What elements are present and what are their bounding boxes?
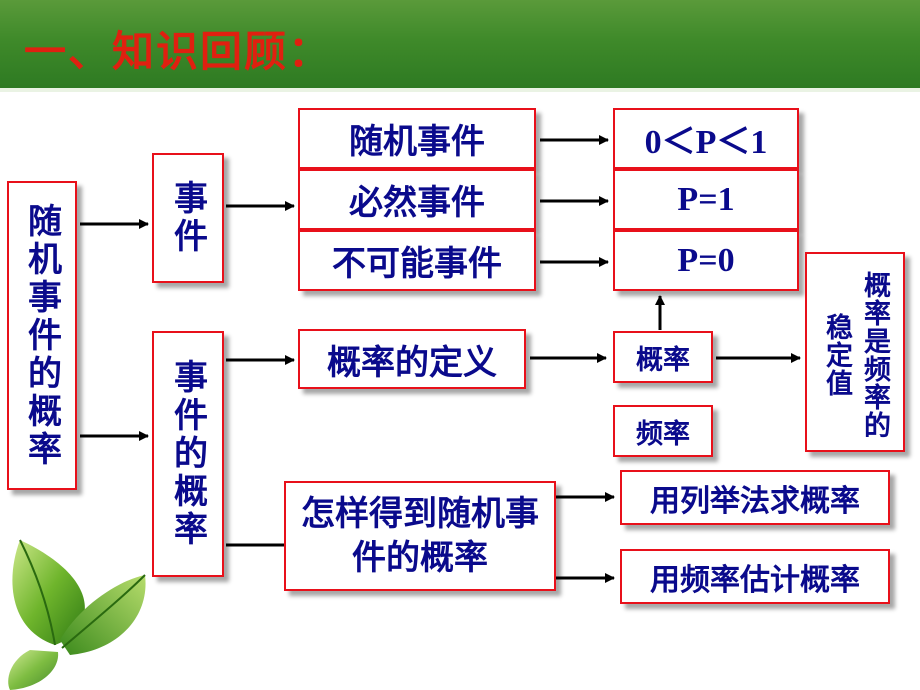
node-frequency: 频率 <box>613 405 713 457</box>
node-definition: 概率的定义 <box>298 329 526 389</box>
node-events: 事件 <box>152 153 224 283</box>
node-root-label: 随机事件的概率 <box>21 202 62 469</box>
node-certain-event: 必然事件 <box>298 169 536 230</box>
node-impossible-event: 不可能事件 <box>298 230 536 291</box>
node-stable-value: 概率是频率的稳定值 <box>805 252 905 452</box>
node-definition-label: 概率的定义 <box>327 342 497 383</box>
slide-title: 一、知识回顾： <box>24 27 333 76</box>
node-frequency-label: 频率 <box>636 418 690 450</box>
node-event-probability: 事件的概率 <box>152 331 224 577</box>
node-how-to-get: 怎样得到随机事件的概率 <box>284 481 556 591</box>
node-event-probability-label: 事件的概率 <box>167 359 208 549</box>
node-p-certain: P=1 <box>613 169 799 230</box>
node-random-event-label: 随机事件 <box>349 122 485 162</box>
node-estimate-label: 用频率估计概率 <box>650 562 860 598</box>
node-random-event: 随机事件 <box>298 108 536 169</box>
node-impossible-event-label: 不可能事件 <box>332 244 502 284</box>
node-events-label: 事件 <box>167 180 208 256</box>
node-enumerate: 用列举法求概率 <box>620 470 890 525</box>
node-root: 随机事件的概率 <box>7 181 77 490</box>
title-banner: 一、知识回顾： <box>0 0 920 92</box>
node-probability: 概率 <box>613 331 713 383</box>
node-p-impossible-label: P=0 <box>677 241 735 279</box>
node-how-to-get-label: 怎样得到随机事件的概率 <box>301 494 539 578</box>
node-stable-value-label: 概率是频率的稳定值 <box>821 271 890 439</box>
decorative-leaves-icon <box>8 539 146 690</box>
node-p-impossible: P=0 <box>613 230 799 291</box>
node-p-certain-label: P=1 <box>677 180 735 218</box>
node-p-random-label: 0＜P＜1 <box>644 124 768 161</box>
node-enumerate-label: 用列举法求概率 <box>650 483 860 519</box>
node-probability-label: 概率 <box>636 344 690 376</box>
node-p-random: 0＜P＜1 <box>613 108 799 169</box>
node-certain-event-label: 必然事件 <box>349 183 485 223</box>
node-estimate: 用频率估计概率 <box>620 549 890 604</box>
